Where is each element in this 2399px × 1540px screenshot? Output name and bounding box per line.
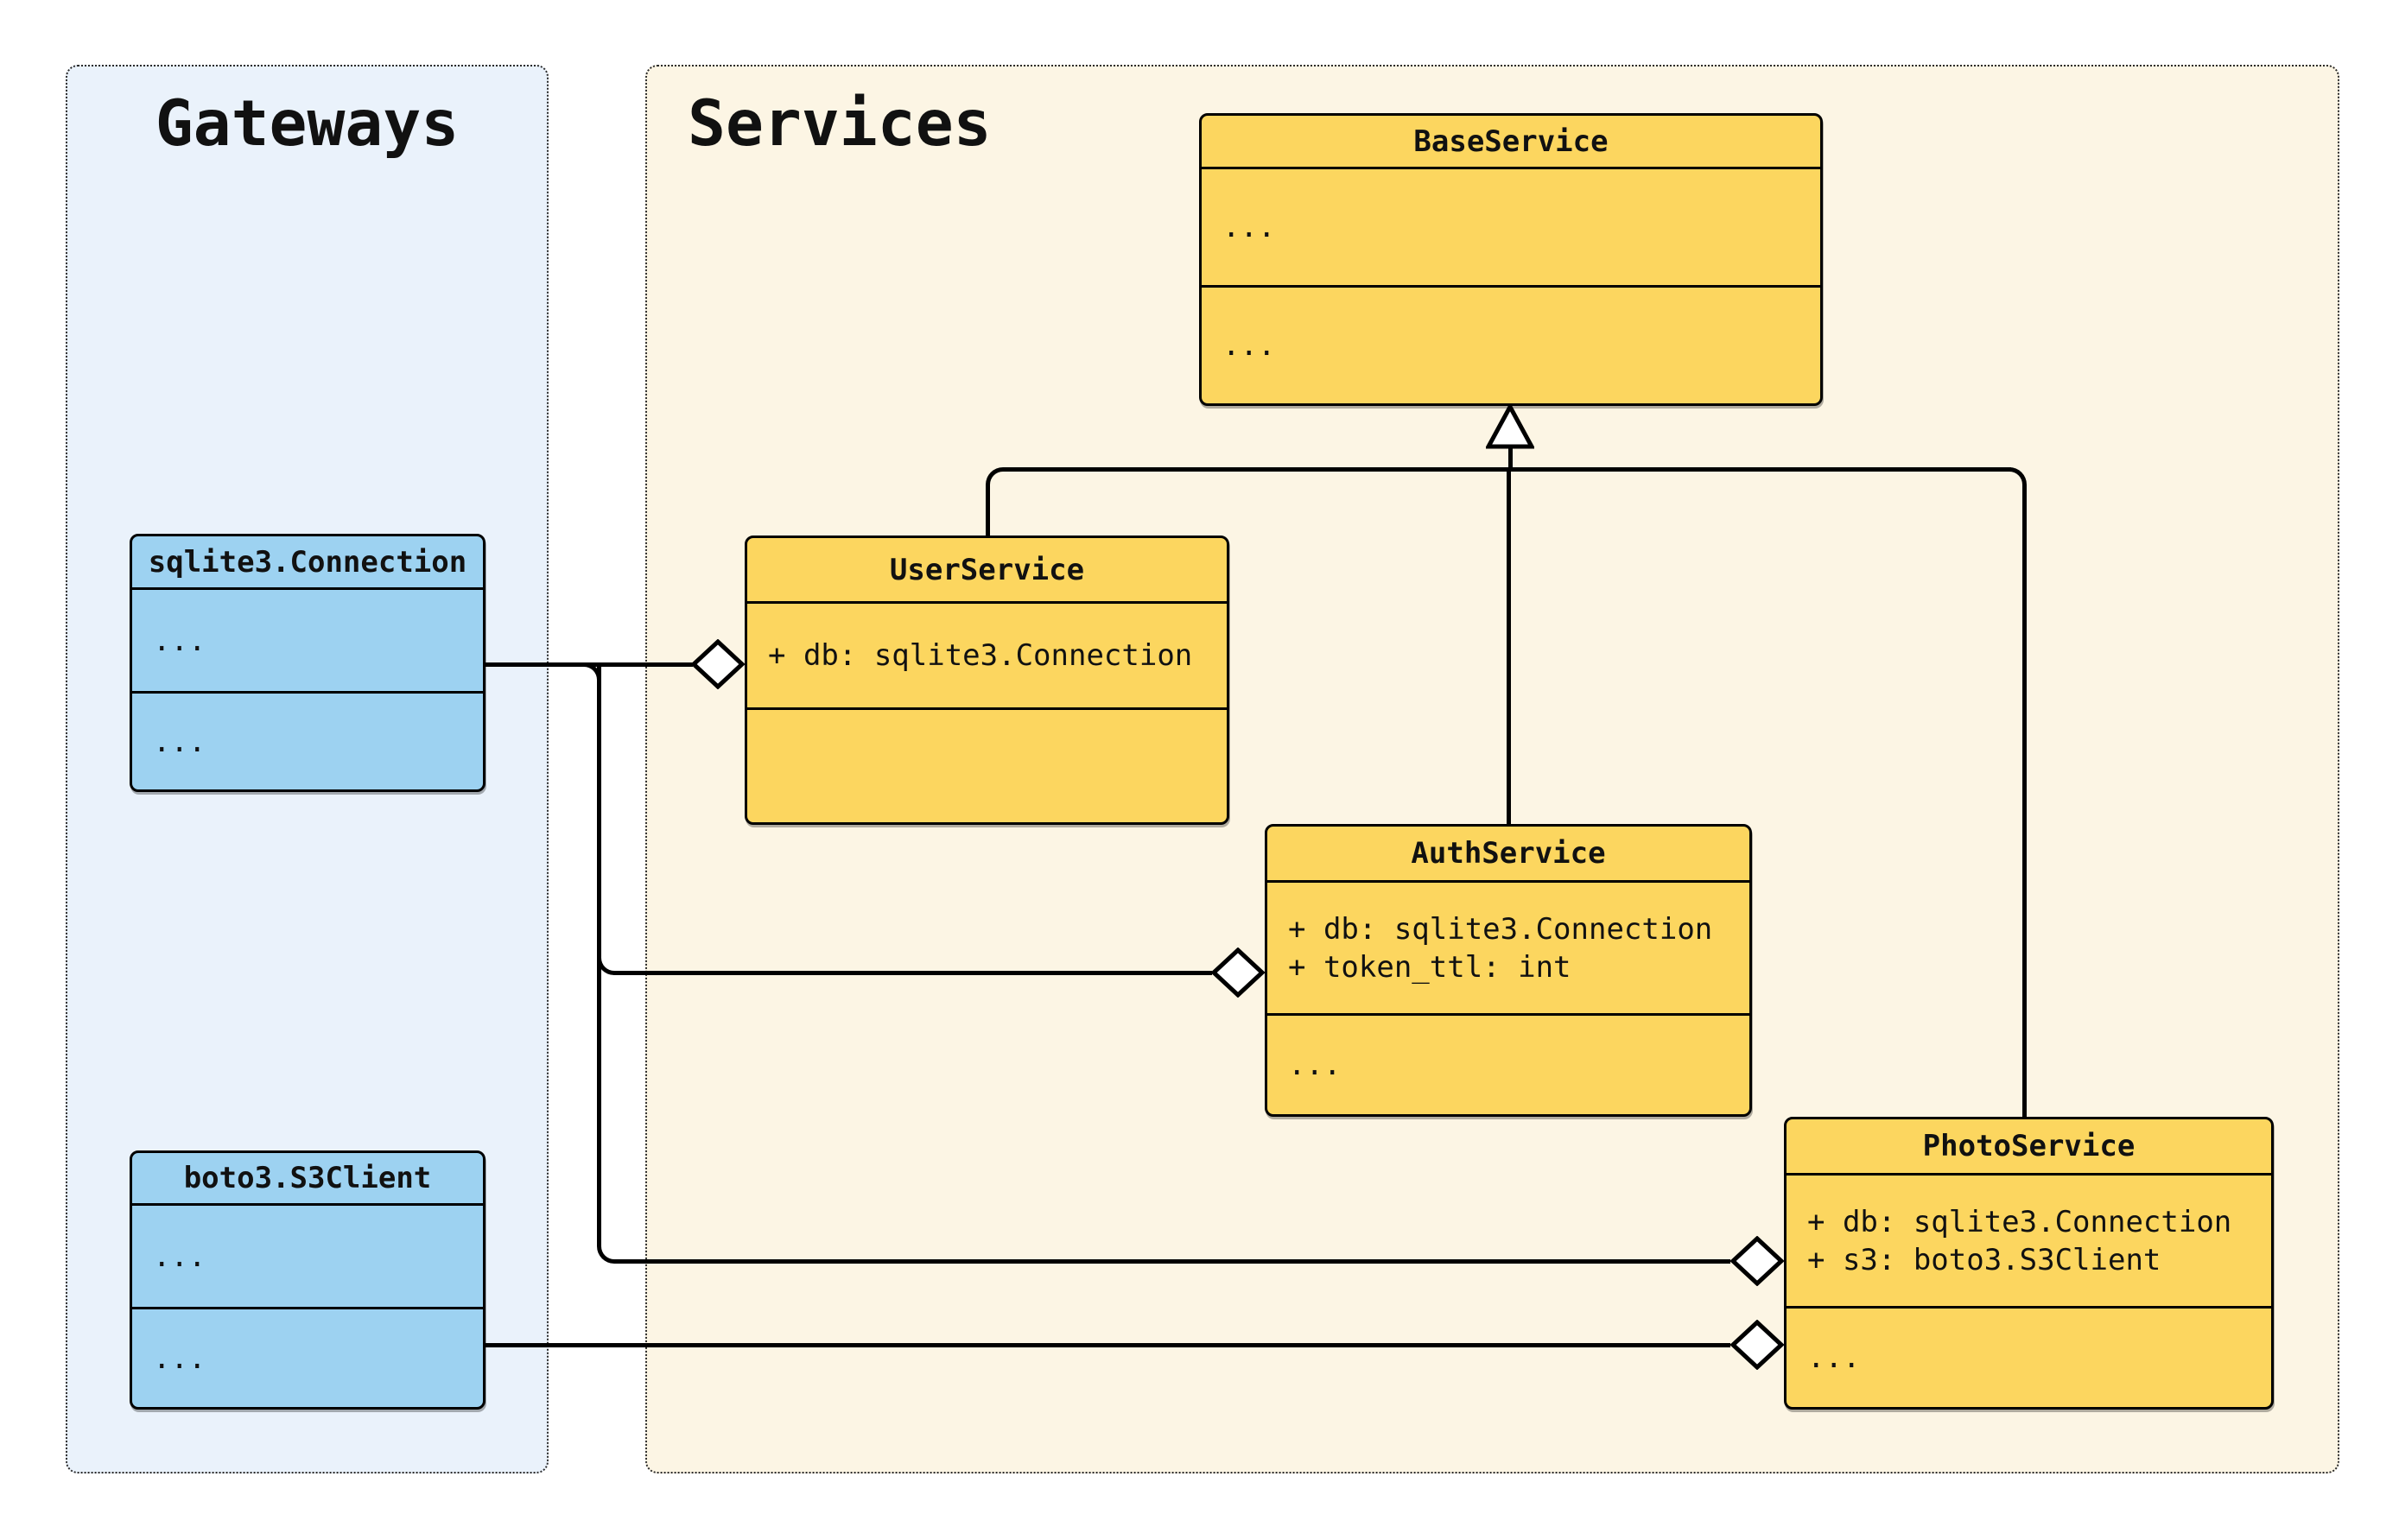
class-attributes: + db: sqlite3.Connection + s3: boto3.S3C… bbox=[1787, 1173, 2271, 1306]
class-member: ... bbox=[1222, 328, 1276, 363]
aggregation-diamond-icon bbox=[1729, 1235, 1785, 1287]
inheritance-stub bbox=[1507, 446, 1513, 471]
class-attributes: ... bbox=[1202, 167, 1820, 285]
class-methods: ... bbox=[1787, 1306, 2271, 1407]
aggregation-diamond-icon bbox=[1729, 1319, 1785, 1371]
aggregation-line-boto3-photoservice bbox=[486, 1342, 1730, 1347]
gateways-panel-title: Gateways bbox=[155, 87, 460, 161]
class-member: ... bbox=[153, 623, 206, 658]
class-box-photoservice: PhotoService + db: sqlite3.Connection + … bbox=[1784, 1117, 2274, 1410]
class-methods: ... bbox=[1267, 1013, 1749, 1114]
class-title: AuthService bbox=[1411, 836, 1606, 871]
class-methods: ... bbox=[132, 1307, 483, 1407]
inheritance-bus-corner-right bbox=[2003, 466, 2027, 490]
class-attributes: ... bbox=[132, 1203, 483, 1307]
class-title: PhotoService bbox=[1922, 1129, 2136, 1163]
aggregation-branch-corner bbox=[579, 662, 601, 685]
aggregation-line-sqlite-authservice bbox=[613, 970, 1212, 975]
class-methods: ... bbox=[132, 691, 483, 789]
aggregation-line-sqlite-photoservice bbox=[617, 1258, 1730, 1264]
class-box-userservice: UserService + db: sqlite3.Connection bbox=[745, 536, 1229, 825]
class-attributes: + db: sqlite3.Connection bbox=[747, 601, 1227, 707]
class-member: + db: sqlite3.Connection bbox=[1807, 1204, 2232, 1239]
class-member: + db: sqlite3.Connection bbox=[1288, 911, 1713, 947]
aggregation-corner-photo bbox=[596, 1241, 619, 1264]
class-member: + token_ttl: int bbox=[1288, 949, 1571, 985]
aggregation-diamond-icon bbox=[690, 638, 746, 690]
class-box-baseservice: BaseService ... ... bbox=[1199, 113, 1823, 406]
class-title: boto3.S3Client bbox=[183, 1161, 432, 1195]
class-methods: ... bbox=[1202, 285, 1820, 403]
class-box-boto3-s3client: boto3.S3Client ... ... bbox=[130, 1150, 486, 1410]
class-member: ... bbox=[1288, 1048, 1342, 1082]
class-member: ... bbox=[153, 1340, 206, 1376]
aggregation-corner-auth bbox=[596, 952, 619, 975]
class-title: UserService bbox=[889, 552, 1085, 587]
class-title: BaseService bbox=[1413, 124, 1609, 159]
class-box-authservice: AuthService + db: sqlite3.Connection + t… bbox=[1265, 824, 1752, 1117]
inheritance-drop-userservice bbox=[985, 487, 990, 537]
inheritance-triangle-icon bbox=[1484, 402, 1536, 449]
class-title: sqlite3.Connection bbox=[148, 544, 467, 580]
class-member: ... bbox=[1807, 1340, 1861, 1375]
class-member: ... bbox=[153, 724, 206, 759]
class-methods bbox=[747, 707, 1227, 822]
services-panel-title: Services bbox=[688, 87, 992, 161]
inheritance-bus-corner-left bbox=[985, 466, 1008, 490]
class-attributes: + db: sqlite3.Connection + token_ttl: in… bbox=[1267, 880, 1749, 1013]
aggregation-diamond-icon bbox=[1210, 947, 1266, 998]
class-member: + db: sqlite3.Connection bbox=[768, 638, 1193, 673]
inheritance-drop-authservice bbox=[1506, 469, 1511, 826]
class-member: + s3: boto3.S3Client bbox=[1807, 1242, 2161, 1277]
class-attributes: ... bbox=[132, 587, 483, 691]
class-member: ... bbox=[153, 1239, 206, 1274]
class-box-sqlite3-connection: sqlite3.Connection ... ... bbox=[130, 534, 486, 792]
inheritance-drop-photoservice bbox=[2021, 487, 2027, 1119]
class-member: ... bbox=[1222, 210, 1276, 244]
